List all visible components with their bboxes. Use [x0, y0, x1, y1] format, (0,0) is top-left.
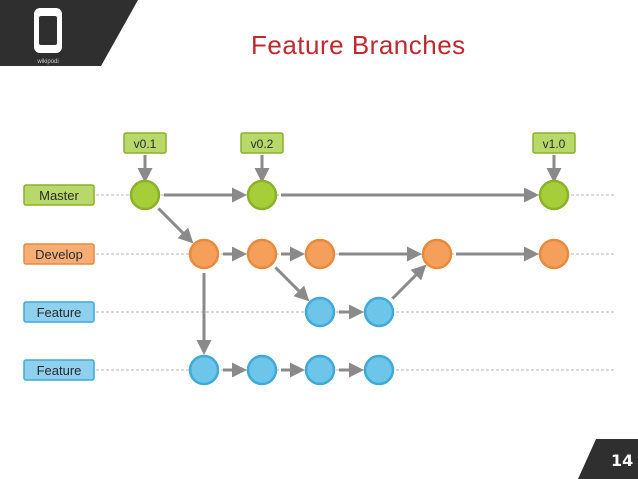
commit-node-develop	[188, 238, 220, 270]
logo-caption: wikipodi	[36, 59, 58, 65]
branch-label-text: Master	[39, 188, 79, 203]
slide-title: Feature Branches	[251, 30, 466, 60]
branch-label-develop: Develop	[23, 243, 95, 265]
version-tag: v1.0	[532, 132, 576, 183]
phone-logo-icon	[34, 8, 62, 53]
commit-node-feature2	[246, 354, 278, 386]
commit-node-develop	[246, 238, 278, 270]
version-tag: v0.2	[240, 132, 284, 183]
commit-node-develop	[421, 238, 453, 270]
commit-node-feature2	[188, 354, 220, 386]
commit-node-master	[246, 179, 278, 211]
commit-node-master	[538, 179, 570, 211]
commit-node-develop	[304, 238, 336, 270]
commit-node-develop	[538, 238, 570, 270]
version-tag-text: v0.1	[134, 137, 157, 151]
commit-node-feature2	[304, 354, 336, 386]
page-number: 14	[611, 451, 634, 470]
commit-arrow	[391, 264, 427, 300]
version-tag-text: v0.2	[251, 137, 274, 151]
commit-arrow	[274, 266, 310, 302]
branch-label-text: Feature	[37, 305, 82, 320]
logo-corner: wikipodi	[0, 0, 138, 66]
version-tag: v0.1	[123, 132, 167, 183]
branch-label-text: Feature	[37, 363, 82, 378]
branch-label-feature2: Feature	[23, 359, 95, 381]
branch-label-master: Master	[23, 184, 95, 206]
commit-node-feature1	[304, 296, 336, 328]
branch-label-text: Develop	[35, 247, 83, 262]
branch-label-feature1: Feature	[23, 301, 95, 323]
commit-node-feature2	[363, 354, 395, 386]
commit-node-feature1	[363, 296, 395, 328]
version-tag-text: v1.0	[543, 137, 566, 151]
commit-node-master	[129, 179, 161, 211]
commit-arrow	[157, 207, 194, 244]
